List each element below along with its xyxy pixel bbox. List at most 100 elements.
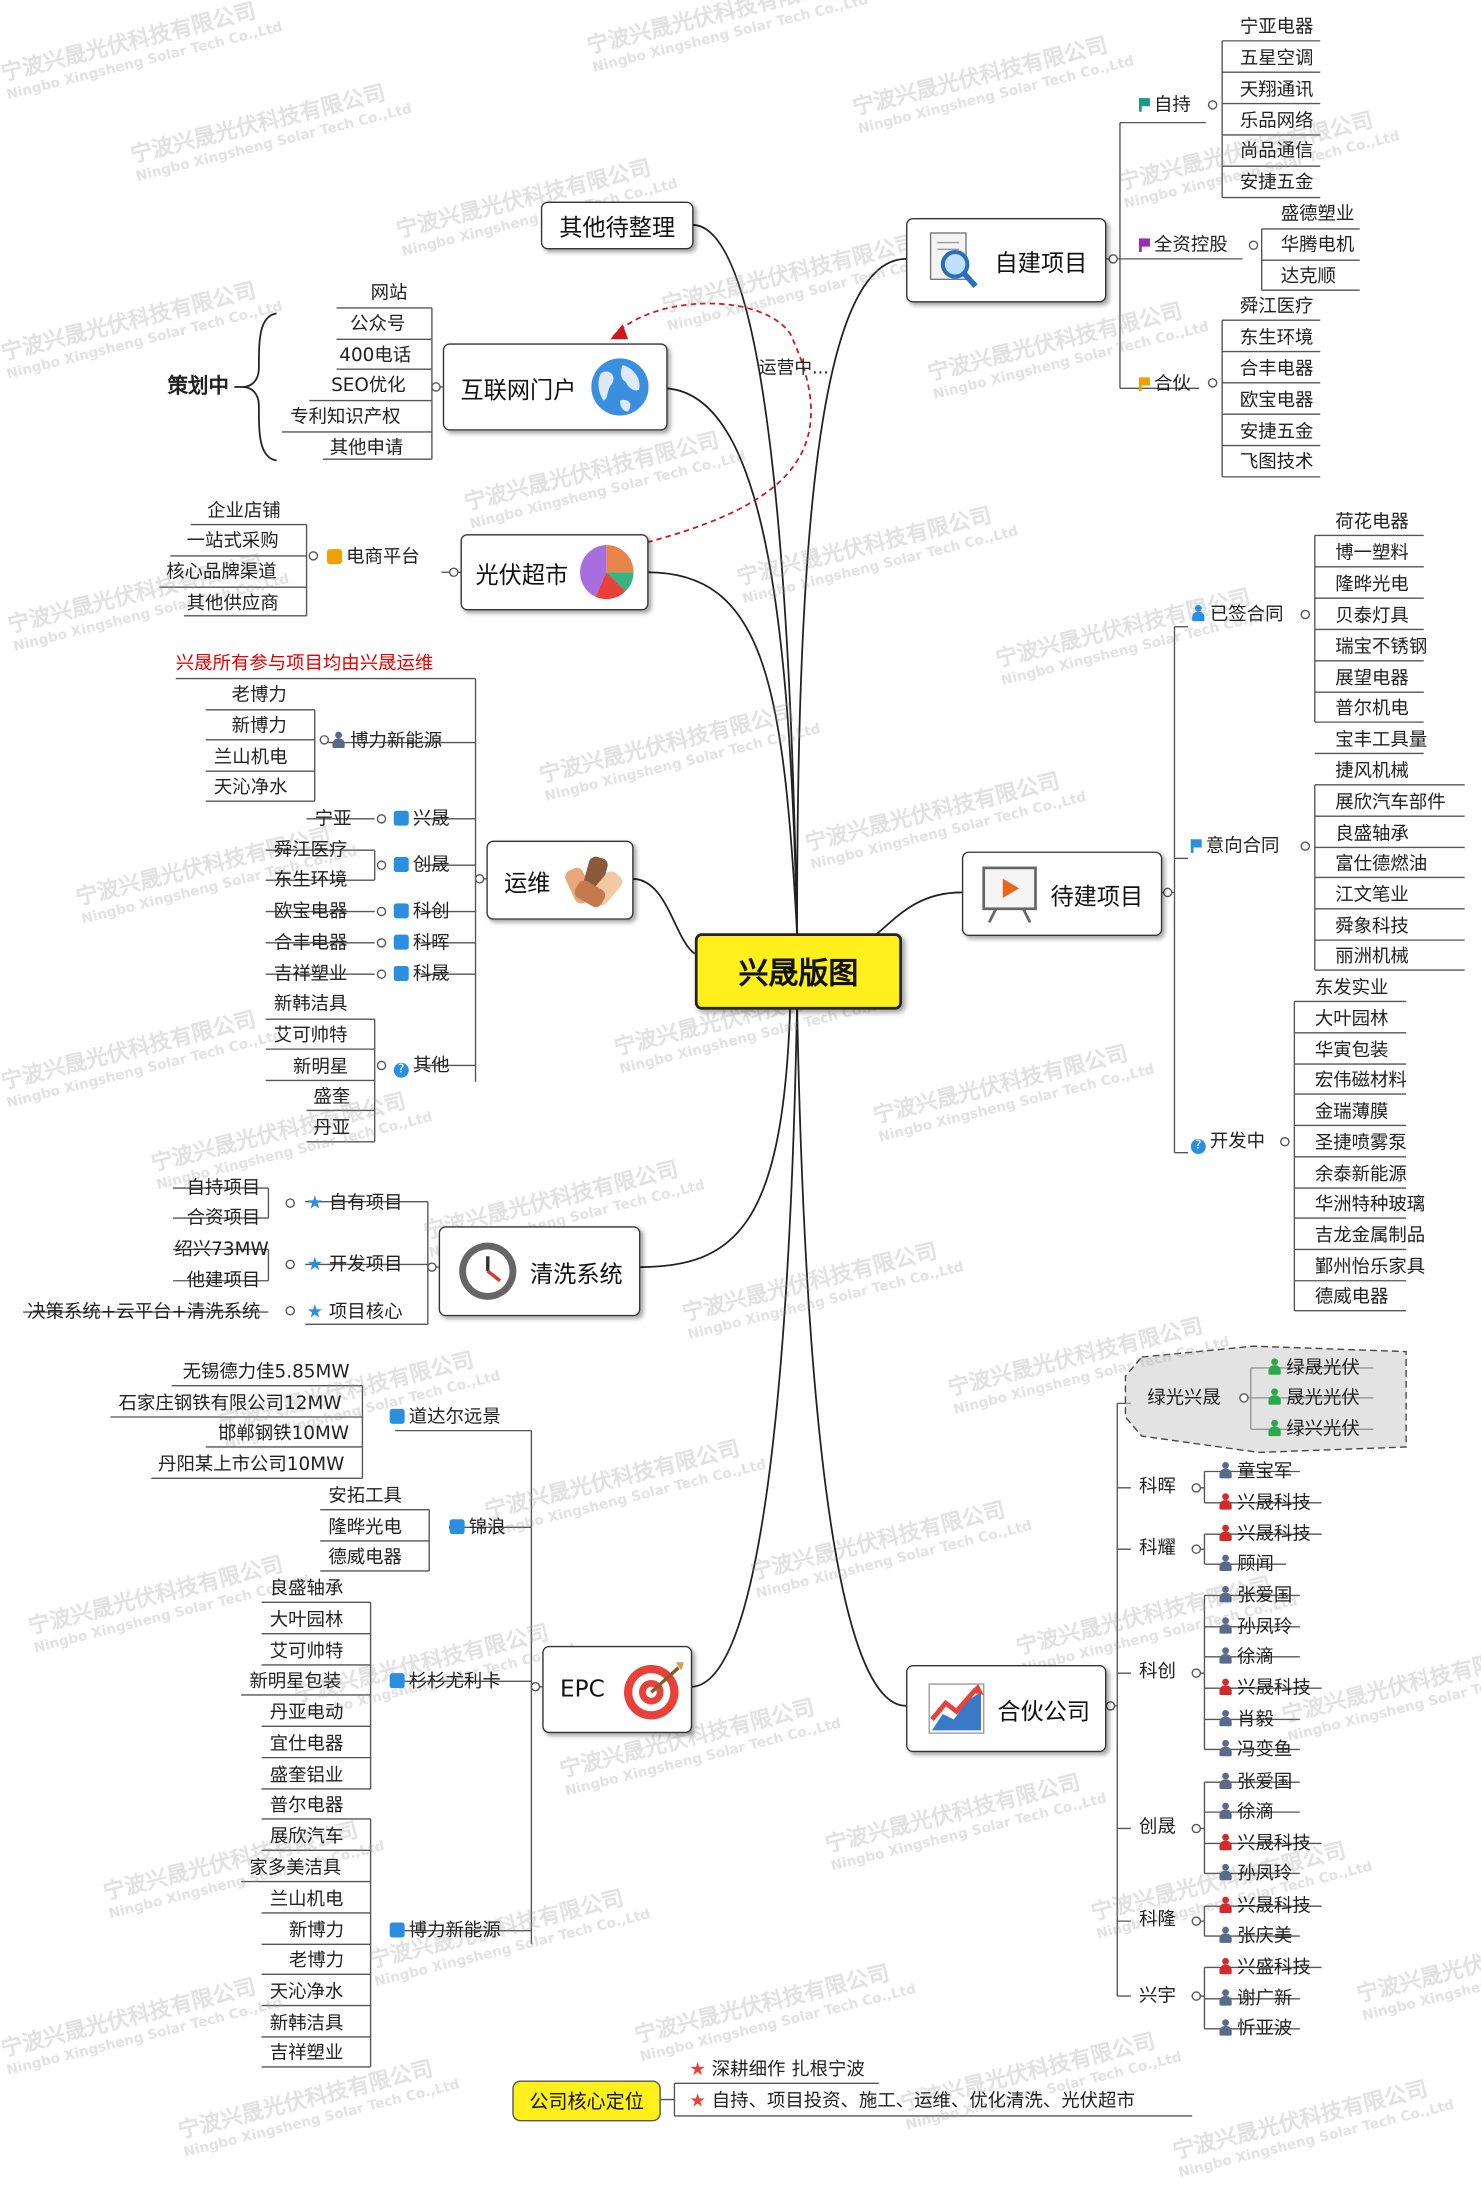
list-item[interactable]: SEO优化 [331, 374, 406, 397]
list-item[interactable]: 徐滴 [1218, 1800, 1274, 1825]
branch-pending[interactable]: 待建项目 [961, 851, 1163, 937]
group-total[interactable]: 道达尔远景 [389, 1405, 501, 1430]
central-topic[interactable]: 兴晟版图 [694, 933, 902, 1010]
list-item[interactable]: 企业店铺 [207, 500, 281, 522]
list-item[interactable]: 丹亚电动 [269, 1701, 344, 1724]
list-item[interactable]: 丹阳某上市公司10MW [158, 1453, 345, 1476]
branch-market[interactable]: 光伏超市 [460, 534, 649, 611]
list-item[interactable]: 金瑞薄膜 [1314, 1100, 1389, 1123]
list-item[interactable]: 安捷五金 [1239, 171, 1314, 194]
list-item[interactable]: 东生环境 [1239, 327, 1314, 349]
list-item[interactable]: 400电话 [339, 344, 412, 367]
list-item[interactable]: 新博力 [288, 1919, 345, 1942]
group-chuangsheng[interactable]: 创晟 [1139, 1816, 1176, 1839]
list-item[interactable]: 合资项目 [186, 1207, 261, 1229]
list-item[interactable]: 吉祥塑业 [273, 963, 348, 986]
list-item[interactable]: 老博力 [231, 683, 287, 706]
list-item[interactable]: 大叶园林 [1314, 1008, 1389, 1031]
list-item[interactable]: 忻亚波 [1218, 2016, 1292, 2041]
list-item[interactable]: 良盛轴承 [1335, 822, 1409, 845]
list-item[interactable]: 隆晔光电 [328, 1516, 402, 1539]
list-item[interactable]: 艾可帅特 [273, 1024, 348, 1047]
list-item[interactable]: 童宝军 [1218, 1459, 1292, 1484]
list-item[interactable]: 盛德塑业 [1280, 203, 1355, 225]
group-shanshan[interactable]: 杉杉尤利卡 [389, 1669, 501, 1694]
group-signed[interactable]: 已签合同 [1191, 602, 1283, 627]
list-item[interactable]: 兰山机电 [213, 746, 288, 769]
list-item[interactable]: 鄞州怡乐家具 [1314, 1256, 1426, 1279]
list-item[interactable]: 大叶园林 [269, 1609, 344, 1631]
list-item[interactable]: 孙凤玲 [1218, 1615, 1292, 1640]
list-item[interactable]: 兴盛科技 [1218, 1955, 1311, 1980]
list-item[interactable]: 宁亚电器 [1239, 16, 1314, 39]
group-boli-epc[interactable]: 博力新能源 [389, 1918, 501, 1943]
list-item[interactable]: 兴晟科技 [1218, 1491, 1311, 1516]
list-item[interactable]: 兴晟科技 [1218, 1894, 1311, 1919]
list-item[interactable]: 瑞宝不锈钢 [1335, 636, 1428, 659]
list-item[interactable]: 华寅包装 [1314, 1039, 1389, 1062]
list-item[interactable]: 石家庄钢铁有限公司12MW [118, 1392, 342, 1415]
list-item[interactable]: 飞图技术 [1239, 450, 1314, 473]
list-item[interactable]: 兴晟科技 [1218, 1831, 1311, 1856]
list-item[interactable]: 张爱国 [1218, 1770, 1292, 1795]
branch-portal[interactable]: 互联网门户 [442, 343, 668, 431]
list-item[interactable]: 舜江医疗 [273, 839, 348, 862]
group-kehui[interactable]: 科晖 [1139, 1475, 1176, 1498]
list-item[interactable]: 兴晟科技 [1218, 1676, 1311, 1701]
branch-om[interactable]: 运维 [486, 840, 634, 920]
list-item[interactable]: 晟光光伏 [1267, 1386, 1360, 1411]
list-item[interactable]: 尚品通信 [1239, 140, 1314, 163]
list-item[interactable]: 他建项目 [186, 1269, 261, 1292]
list-item[interactable]: 欧宝电器 [1239, 389, 1314, 412]
group-core[interactable]: ★ 项目核心 [306, 1301, 403, 1323]
list-item[interactable]: 达克顺 [1280, 265, 1336, 288]
list-item[interactable]: 华腾电机 [1280, 234, 1355, 257]
list-item[interactable]: 富仕德燃油 [1335, 852, 1428, 875]
list-item[interactable]: 宏伟磁材料 [1314, 1069, 1407, 1092]
group-kechuang[interactable]: 科创 [393, 899, 450, 924]
list-item[interactable]: 舜江医疗 [1239, 295, 1314, 318]
list-item[interactable]: 捷风机械 [1335, 760, 1409, 783]
group-own[interactable]: ★ 自有项目 [306, 1192, 403, 1214]
list-item[interactable]: 专利知识产权 [290, 406, 401, 428]
list-item[interactable]: 隆晔光电 [1335, 573, 1409, 596]
group-keyao[interactable]: 科耀 [1139, 1536, 1176, 1559]
list-item[interactable]: 新明星 [292, 1055, 349, 1078]
branch-partners[interactable]: 合伙公司 [906, 1664, 1107, 1753]
list-item[interactable]: 吉龙金属制品 [1314, 1224, 1426, 1247]
list-item[interactable]: 公众号 [350, 313, 406, 336]
list-item[interactable]: 德威电器 [328, 1546, 402, 1569]
list-item[interactable]: 无锡德力佳5.85MW [182, 1361, 350, 1383]
list-item[interactable]: 普尔机电 [1335, 697, 1409, 720]
list-item[interactable]: 东发实业 [1314, 976, 1389, 999]
list-item[interactable]: 绿晟光伏 [1267, 1356, 1360, 1381]
branch-self-built[interactable]: 自建项目 [906, 218, 1107, 303]
list-item[interactable]: 新韩洁具 [273, 993, 348, 1016]
branch-cleaning[interactable]: 清洗系统 [438, 1226, 641, 1317]
list-item[interactable]: 宁亚 [314, 807, 352, 830]
list-item[interactable]: 合丰电器 [1239, 358, 1314, 381]
branch-other[interactable]: 其他待整理 [540, 201, 694, 250]
list-item[interactable]: 吉祥塑业 [269, 2042, 344, 2065]
list-item[interactable]: 自持项目 [186, 1177, 261, 1199]
list-item[interactable]: 张爱国 [1218, 1583, 1292, 1608]
list-item[interactable]: 孙凤玲 [1218, 1861, 1292, 1886]
list-item[interactable]: 兰山机电 [269, 1888, 344, 1911]
group-partnership[interactable]: 合伙 [1139, 372, 1191, 397]
list-item[interactable]: 核心品牌渠道 [166, 561, 277, 584]
list-item[interactable]: 博一塑料 [1335, 542, 1409, 565]
group-hold[interactable]: 自持 [1139, 93, 1191, 118]
list-item[interactable]: 谢广新 [1218, 1987, 1292, 2012]
list-item[interactable]: 绿兴光伏 [1267, 1417, 1360, 1442]
list-item[interactable]: 贝泰灯具 [1335, 604, 1409, 627]
list-item[interactable]: 舜象科技 [1335, 915, 1409, 938]
list-item[interactable]: 欧宝电器 [273, 900, 348, 923]
list-item[interactable]: 天翔通讯 [1239, 79, 1314, 101]
group-intent[interactable]: 意向合同 [1190, 834, 1279, 859]
list-item[interactable]: 决策系统+云平台+清洗系统 [27, 1301, 261, 1323]
list-item[interactable]: 东生环境 [273, 869, 348, 892]
group-lvguang-xingsheng[interactable]: 绿光兴晟 [1147, 1387, 1221, 1409]
list-item[interactable]: 艾可帅特 [269, 1640, 344, 1663]
group-xingyu[interactable]: 兴宇 [1139, 1985, 1176, 2007]
list-item[interactable]: 良盛轴承 [269, 1577, 344, 1600]
